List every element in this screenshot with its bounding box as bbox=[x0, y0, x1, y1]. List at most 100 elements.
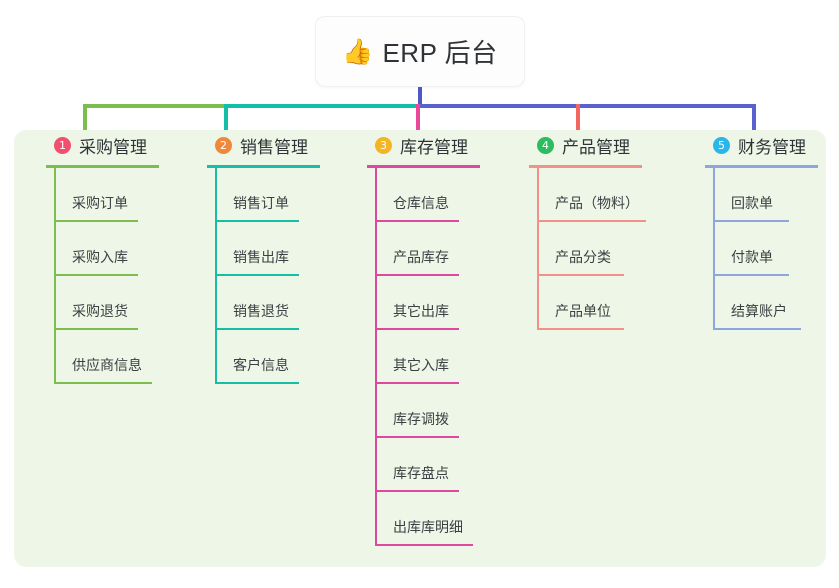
list-item[interactable]: 供应商信息 bbox=[46, 330, 159, 384]
list-item-underline bbox=[537, 274, 624, 276]
column-header[interactable]: 5 财务管理 bbox=[705, 130, 818, 160]
list-item-underline bbox=[54, 328, 138, 330]
column-spine bbox=[713, 168, 715, 330]
column-title: 采购管理 bbox=[79, 137, 147, 157]
column-spine bbox=[375, 168, 377, 546]
list-item[interactable]: 产品库存 bbox=[367, 222, 480, 276]
column-spine bbox=[215, 168, 217, 384]
list-item-underline bbox=[54, 220, 138, 222]
list-item-label: 产品单位 bbox=[555, 303, 611, 319]
list-item-label: 采购入库 bbox=[72, 249, 128, 265]
list-item-label: 付款单 bbox=[731, 249, 773, 265]
list-item[interactable]: 出库库明细 bbox=[367, 492, 480, 546]
list-item-label: 库存盘点 bbox=[393, 465, 449, 481]
list-item[interactable]: 其它出库 bbox=[367, 276, 480, 330]
list-item-underline bbox=[537, 220, 646, 222]
connector-bar-blue bbox=[416, 104, 756, 108]
list-item-underline bbox=[713, 328, 801, 330]
list-item-label: 库存调拨 bbox=[393, 411, 449, 427]
column-inventory-management: 3 库存管理仓库信息产品库存其它出库其它入库库存调拨库存盘点出库库明细 bbox=[367, 130, 480, 546]
column-underline bbox=[705, 165, 818, 168]
list-item-label: 供应商信息 bbox=[72, 357, 142, 373]
list-item-underline bbox=[375, 220, 459, 222]
column-index-badge: 2 bbox=[215, 136, 232, 154]
column-index-badge: 5 bbox=[713, 136, 730, 154]
list-item[interactable]: 采购退货 bbox=[46, 276, 159, 330]
connector-bar-green bbox=[83, 104, 228, 108]
connector-drop-1 bbox=[83, 104, 87, 134]
list-item-label: 回款单 bbox=[731, 195, 773, 211]
connector-drop-4 bbox=[576, 104, 580, 134]
list-item[interactable]: 采购订单 bbox=[46, 168, 159, 222]
column-index-badge: 3 bbox=[375, 136, 392, 154]
column-title: 库存管理 bbox=[400, 137, 468, 157]
list-item-underline bbox=[215, 220, 299, 222]
list-item-label: 产品库存 bbox=[393, 249, 449, 265]
column-underline bbox=[207, 165, 320, 168]
list-item-label: 其它出库 bbox=[393, 303, 449, 319]
list-item[interactable]: 仓库信息 bbox=[367, 168, 480, 222]
list-item-underline bbox=[375, 436, 459, 438]
list-item-underline bbox=[713, 220, 789, 222]
connector-drop-3 bbox=[416, 104, 420, 134]
list-item[interactable]: 产品分类 bbox=[529, 222, 642, 276]
column-item-list: 采购订单采购入库采购退货供应商信息 bbox=[46, 168, 159, 384]
column-underline bbox=[46, 165, 159, 168]
list-item[interactable]: 回款单 bbox=[705, 168, 818, 222]
list-item-label: 出库库明细 bbox=[393, 519, 463, 535]
connector-drop-5 bbox=[752, 104, 756, 134]
list-item-underline bbox=[375, 274, 459, 276]
list-item[interactable]: 其它入库 bbox=[367, 330, 480, 384]
list-item-underline bbox=[54, 382, 152, 384]
list-item-underline bbox=[375, 328, 459, 330]
list-item-label: 销售订单 bbox=[233, 195, 289, 211]
list-item[interactable]: 产品（物料） bbox=[529, 168, 646, 222]
list-item-label: 其它入库 bbox=[393, 357, 449, 373]
column-title: 销售管理 bbox=[240, 137, 308, 157]
thumbs-up-icon: 👍 bbox=[342, 38, 374, 66]
connector-bar-teal bbox=[224, 104, 420, 108]
list-item[interactable]: 付款单 bbox=[705, 222, 818, 276]
list-item-underline bbox=[215, 328, 299, 330]
list-item-label: 产品（物料） bbox=[555, 195, 639, 211]
list-item[interactable]: 销售退货 bbox=[207, 276, 320, 330]
list-item[interactable]: 采购入库 bbox=[46, 222, 159, 276]
list-item-label: 结算账户 bbox=[731, 303, 787, 319]
list-item-underline bbox=[215, 382, 299, 384]
list-item-label: 仓库信息 bbox=[393, 195, 449, 211]
column-spine bbox=[54, 168, 56, 384]
list-item[interactable]: 库存调拨 bbox=[367, 384, 480, 438]
column-finance-management: 5 财务管理回款单付款单结算账户 bbox=[705, 130, 818, 330]
list-item-underline bbox=[375, 544, 473, 546]
column-item-list: 回款单付款单结算账户 bbox=[705, 168, 818, 330]
column-title: 财务管理 bbox=[738, 137, 806, 157]
list-item-label: 采购退货 bbox=[72, 303, 128, 319]
list-item-label: 产品分类 bbox=[555, 249, 611, 265]
list-item[interactable]: 库存盘点 bbox=[367, 438, 480, 492]
column-underline bbox=[529, 165, 642, 168]
root-node-erp-backend[interactable]: 👍 ERP 后台 bbox=[315, 16, 525, 87]
list-item-label: 销售出库 bbox=[233, 249, 289, 265]
column-underline bbox=[367, 165, 480, 168]
list-item[interactable]: 客户信息 bbox=[207, 330, 320, 384]
list-item[interactable]: 结算账户 bbox=[705, 276, 818, 330]
list-item[interactable]: 销售出库 bbox=[207, 222, 320, 276]
column-spine bbox=[537, 168, 539, 330]
list-item-underline bbox=[375, 382, 459, 384]
list-item-label: 采购订单 bbox=[72, 195, 128, 211]
connector-drop-2 bbox=[224, 104, 228, 134]
list-item-label: 销售退货 bbox=[233, 303, 289, 319]
list-item[interactable]: 销售订单 bbox=[207, 168, 320, 222]
list-item-underline bbox=[215, 274, 299, 276]
column-sales-management: 2 销售管理销售订单销售出库销售退货客户信息 bbox=[207, 130, 320, 384]
column-item-list: 仓库信息产品库存其它出库其它入库库存调拨库存盘点出库库明细 bbox=[367, 168, 480, 546]
list-item-label: 客户信息 bbox=[233, 357, 289, 373]
list-item-underline bbox=[375, 490, 459, 492]
column-header[interactable]: 3 库存管理 bbox=[367, 130, 480, 160]
list-item[interactable]: 产品单位 bbox=[529, 276, 642, 330]
column-header[interactable]: 2 销售管理 bbox=[207, 130, 320, 160]
